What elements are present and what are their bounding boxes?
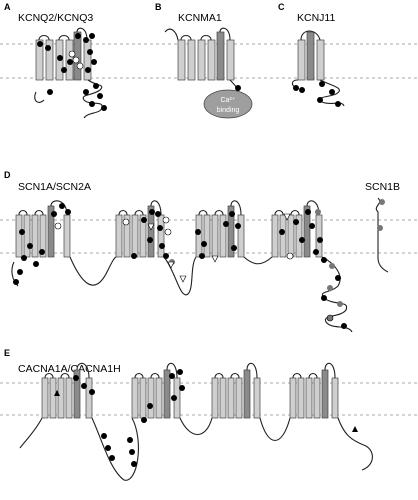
kcnq-channel: [34, 27, 107, 119]
mutation-dots: [73, 369, 185, 467]
panel-c-label: C KCNJ11: [278, 2, 335, 24]
panel-letter: C: [278, 2, 285, 12]
domain-iv: [271, 200, 323, 258]
domain-iii: [195, 200, 245, 258]
gene-label: KCNJ11: [297, 12, 335, 24]
domain-iv: [289, 362, 339, 419]
kcnma1-channel: Ca²⁺ binding: [164, 27, 253, 119]
panel-b-label: B KCNMA1: [155, 2, 222, 24]
panel-letter: A: [4, 2, 11, 12]
domain-ii: [131, 362, 181, 419]
mutation-dot: [235, 85, 241, 91]
mutation-dots: [293, 81, 341, 107]
panel-a-label: A KCNQ2/KCNQ3: [4, 2, 93, 24]
panel-letter: E: [4, 348, 10, 358]
scn1a-channel: [11, 200, 353, 333]
ca-binding-domain: [203, 89, 253, 119]
panel-letter: B: [155, 2, 162, 12]
triangle-markers: [147, 213, 291, 283]
domain-i: [15, 200, 71, 258]
panel-letter: D: [4, 170, 11, 180]
panel-e-label: E CACNA1A/CACNA1H: [4, 348, 121, 375]
membrane-lines: [0, 43, 418, 416]
mutation-dots: [37, 33, 107, 111]
gene-label: SCN1A/SCN2A: [18, 181, 91, 193]
gene-label: KCNMA1: [178, 12, 222, 24]
cacna1-channel: [19, 362, 373, 481]
binding-label: binding: [217, 107, 240, 114]
triangle-markers: [54, 390, 358, 432]
beta-gene-label: SCN1B: [365, 181, 400, 193]
panel-d-label: D SCN1A/SCN2A SCN1B: [4, 170, 400, 193]
domain-i: [41, 362, 93, 419]
domain-iii: [211, 362, 261, 419]
mutation-dots: [13, 203, 347, 329]
gene-label: CACNA1A/CACNA1H: [18, 363, 121, 375]
kcnj11-channel: [291, 30, 345, 107]
ca-label: Ca²⁺: [221, 97, 236, 104]
domain-ii: [115, 200, 165, 258]
gene-label: KCNQ2/KCNQ3: [18, 12, 93, 24]
scn1b-subunit: [375, 197, 389, 273]
